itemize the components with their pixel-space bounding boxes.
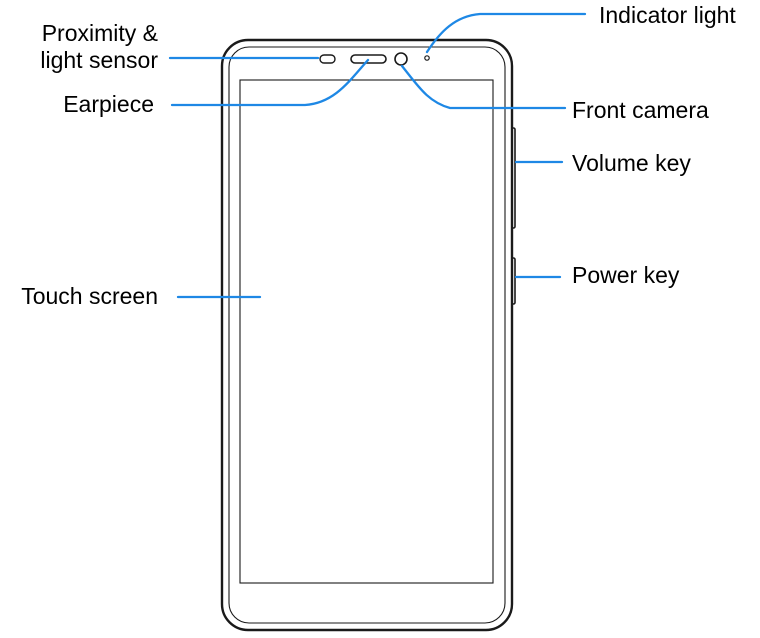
touch-screen-label: Touch screen (21, 283, 158, 309)
indicator-light-callout-line (425, 12, 587, 54)
indicator-light-label: Indicator light (599, 2, 736, 28)
front-camera-label: Front camera (572, 97, 709, 123)
earpiece-label: Earpiece (63, 91, 154, 117)
proximity-label-line2: light sensor (40, 47, 158, 73)
front-camera-callout-line (400, 64, 567, 110)
indicator-light-dot (424, 55, 430, 61)
volume-key-label: Volume key (572, 150, 691, 176)
earpiece-callout-line (170, 58, 370, 107)
proximity-label-line1: Proximity & (41, 20, 158, 46)
front-camera-lens (394, 52, 408, 66)
touch-screen (239, 79, 494, 584)
proximity-sensor (319, 54, 336, 64)
power-key-label: Power key (572, 262, 680, 288)
phone-body-inner (228, 46, 506, 624)
proximity-sensor-label: Proximity & light sensor (40, 20, 158, 74)
